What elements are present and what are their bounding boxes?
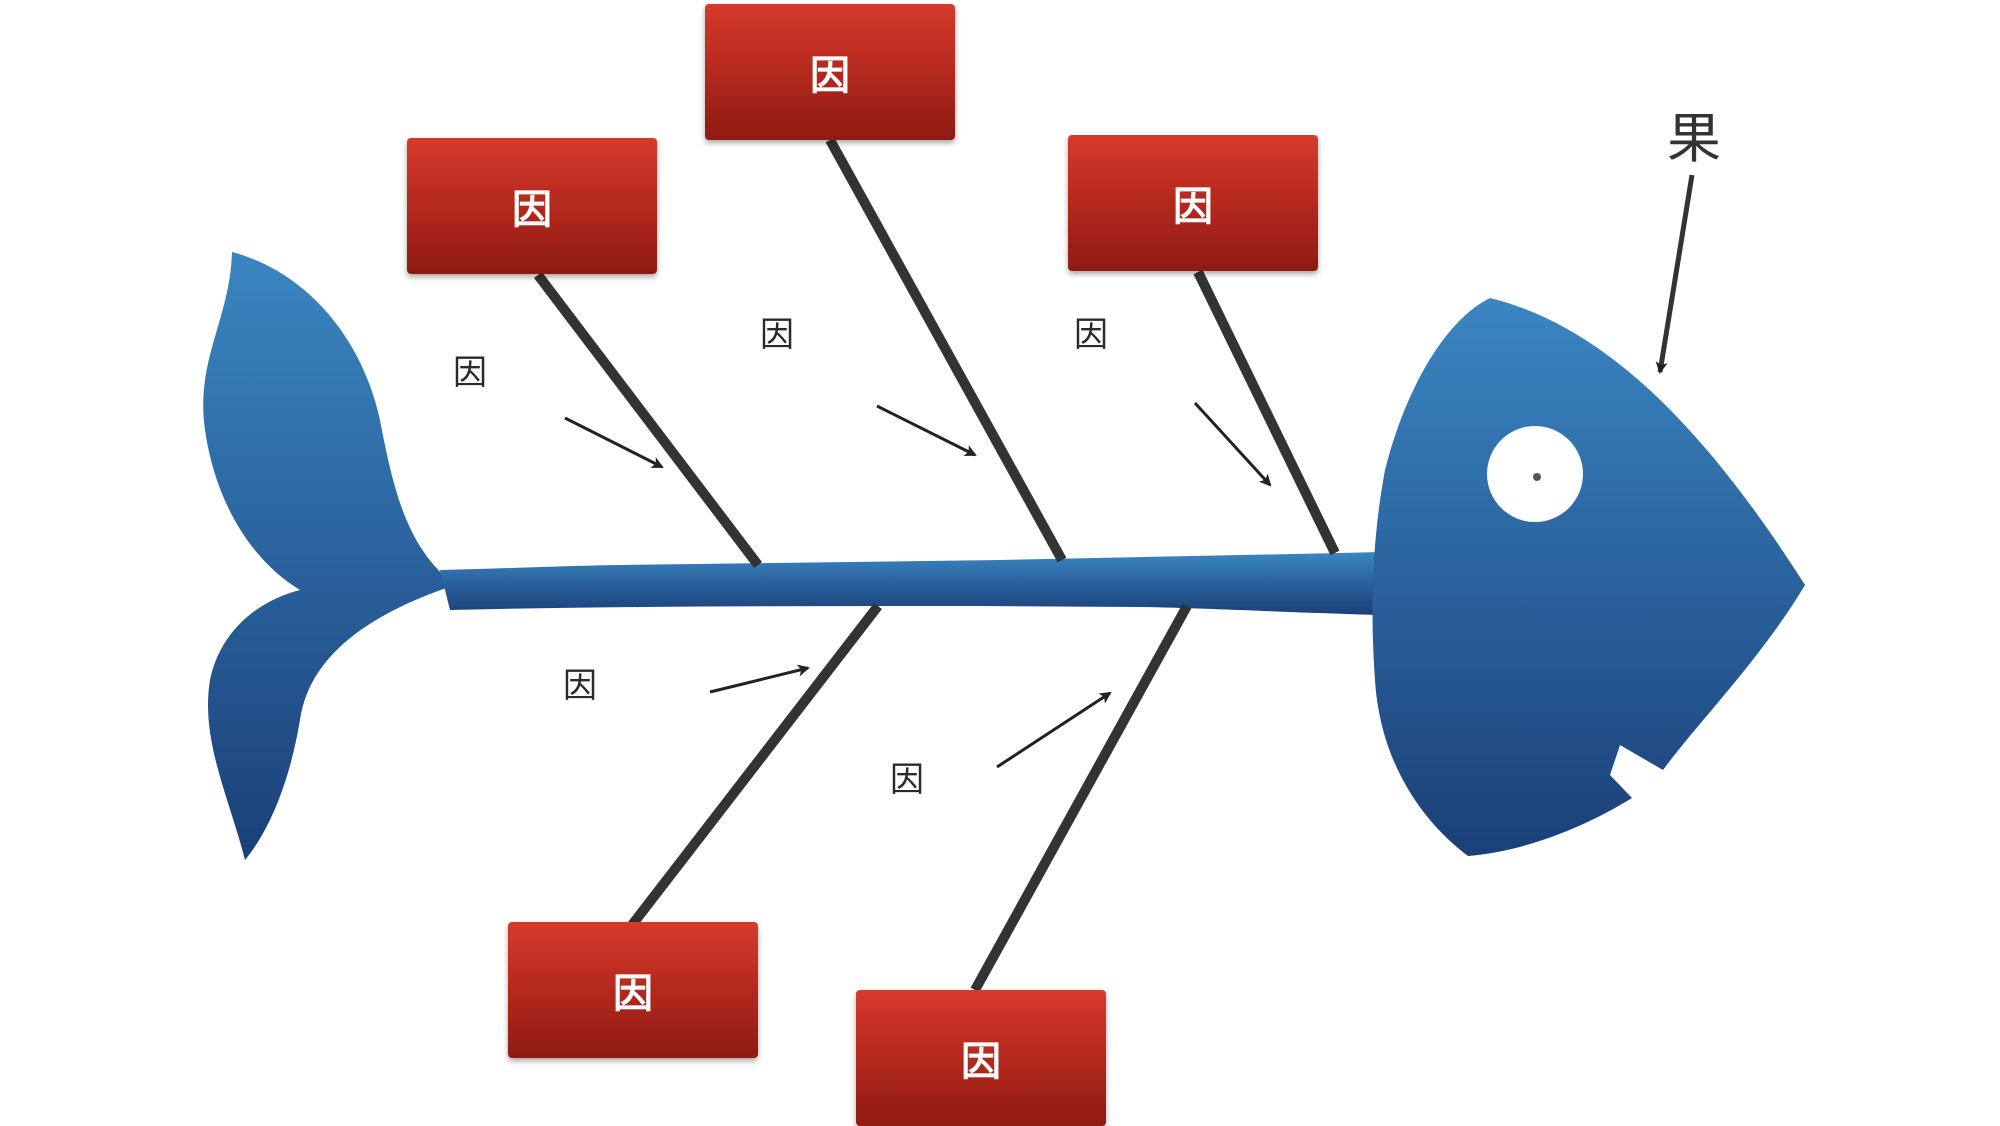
cause-box-label: 因: [810, 53, 850, 99]
bone-upper-3: [1193, 269, 1340, 556]
fish-head: [1372, 298, 1805, 856]
cause-box-upper-right: 因: [1068, 135, 1318, 271]
sub-arrows: [564, 401, 1272, 769]
fish-pupil: [1533, 473, 1541, 481]
sub-cause-label-5: 因: [890, 760, 924, 800]
fish-tail: [203, 252, 455, 860]
arrow-sub-4: [709, 664, 810, 694]
cause-box-lower-left: 因: [508, 922, 758, 1058]
effect-arrow: [1655, 174, 1695, 374]
cause-box-label: 因: [961, 1039, 1001, 1085]
sub-cause-label-4: 因: [563, 666, 597, 706]
sub-cause-label-2: 因: [760, 315, 794, 355]
cause-box-label: 因: [613, 971, 653, 1017]
cause-box-label: 因: [512, 187, 552, 233]
bone-upper-1: [534, 271, 762, 569]
arrow-sub-5: [996, 691, 1112, 769]
cause-box-label: 因: [1173, 184, 1213, 230]
cause-box-upper-middle: 因: [705, 4, 955, 140]
arrow-sub-1: [564, 416, 664, 469]
cause-box-lower-right: 因: [856, 990, 1106, 1126]
sub-cause-label-3: 因: [1074, 315, 1108, 355]
sub-cause-label-1: 因: [453, 353, 487, 393]
fish-spine: [440, 552, 1380, 615]
bone-lower-1: [628, 602, 882, 929]
bone-upper-2: [825, 137, 1067, 563]
cause-box-upper-left: 因: [407, 138, 657, 274]
bones: [534, 137, 1340, 993]
arrow-sub-2: [876, 404, 977, 457]
effect-label: 果: [1667, 107, 1721, 170]
bone-lower-2: [970, 603, 1192, 993]
arrow-sub-3: [1193, 401, 1272, 487]
